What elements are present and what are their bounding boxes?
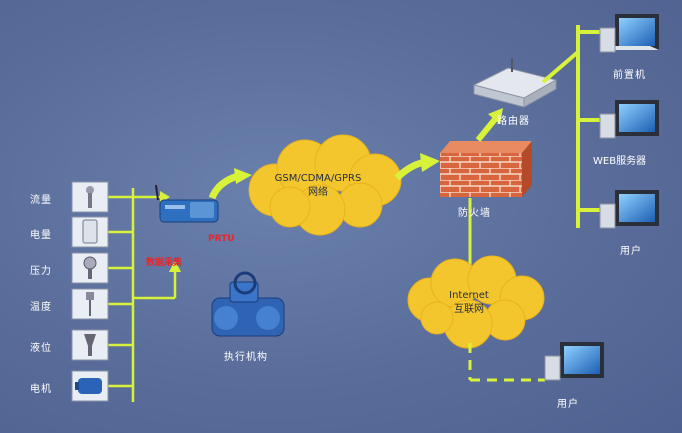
sensor-motor-device [71,370,109,402]
lan-bus [541,25,605,228]
firewall-shape [440,141,532,197]
computer-user1 [599,190,659,229]
computer-user2 [544,342,604,381]
computer-front-label: 前置机 [613,70,646,81]
internet-user-link [468,343,545,382]
computer-web-label: WEB服务器 [593,156,647,167]
sensor-temperature-device [71,288,109,320]
sensor-bus [108,188,177,402]
internet-cloud-line2: 互联网 [454,304,484,315]
firewall-label: 防火墙 [458,208,491,219]
sensor-flow-device [71,181,109,213]
gsm-cloud-shape [248,134,402,236]
gsm-cloud-line1: GSM/CDMA/GPRS [274,173,362,184]
rtu-device [155,184,219,223]
computer-web [599,100,659,139]
sensor-level-device [71,329,109,361]
computer-user2-label: 用户 [557,399,579,410]
sensor-label-temperature: 温度 [30,302,52,313]
router-shape [472,58,558,108]
collector-label: 数据采集 [146,258,183,268]
computer-user1-label: 用户 [620,246,642,257]
sensor-label-level: 液位 [30,343,52,354]
sensor-pressure-device [71,252,109,284]
sensor-label-motor: 电机 [30,384,52,395]
gsm-cloud-line2: 网络 [308,187,328,198]
sensor-devices [71,181,109,402]
sensor-label-pressure: 压力 [30,266,52,277]
actuator-shape [211,271,285,337]
gsm-cloud-label: GSM/CDMA/GPRS 网络 [268,172,368,200]
sensor-label-power: 电量 [30,230,52,241]
sensor-label-flow: 流量 [30,195,52,206]
gsm-to-firewall-arrow [394,158,426,181]
computer-front [599,14,659,53]
internet-cloud-line1: Internet [449,290,489,301]
sensor-power-device [71,216,109,248]
actuator-label: 执行机构 [224,352,268,363]
internet-cloud-label: Internet 互联网 [433,289,505,317]
rtu-to-gsm-arrow [208,172,240,200]
rtu-label: PRTU [208,234,235,244]
internet-cloud-shape [407,255,545,349]
router-label: 路由器 [497,116,530,127]
